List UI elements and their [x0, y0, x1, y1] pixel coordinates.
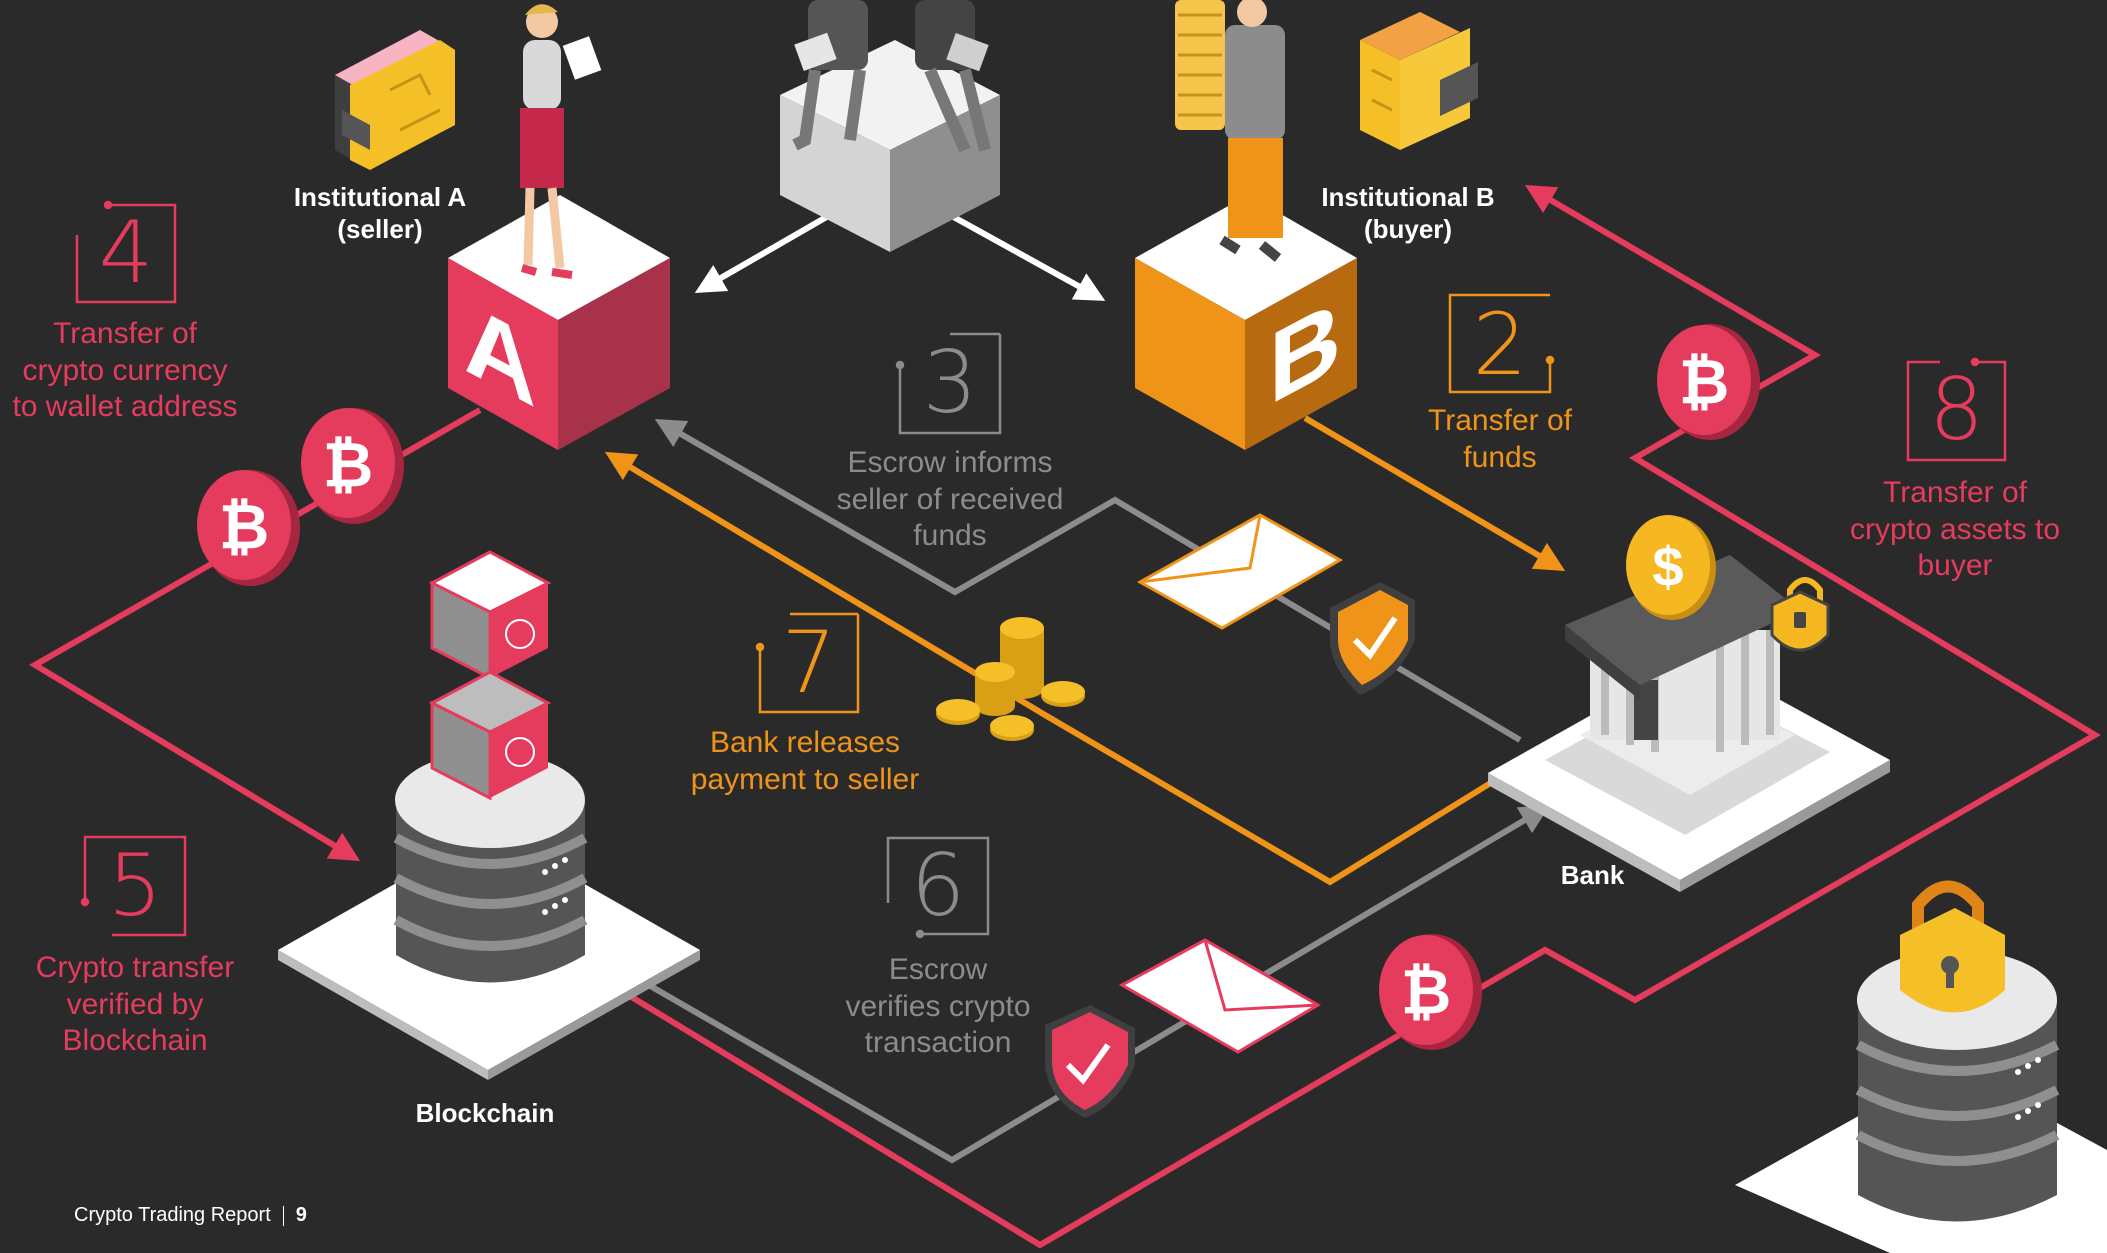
step-3-text: Escrow informs seller of received funds — [810, 445, 1090, 555]
step-5-text: Crypto transfer verified by Blockchain — [10, 950, 260, 1060]
step-2-line-2: funds — [1463, 440, 1537, 474]
step-frame-2 — [1448, 293, 1555, 394]
institutional-b-cube: B — [1135, 195, 1357, 450]
flow-escrow-verifies — [638, 804, 1551, 1164]
step-8-line-1: Transfer of — [1883, 476, 2027, 509]
step-4-line-3: to wallet address — [12, 390, 238, 424]
bitcoin-coin-icon: ₿ — [1379, 934, 1482, 1050]
flow-bank-to-seller — [604, 451, 1517, 886]
institutional-a-cube: A — [448, 195, 670, 450]
flow-escrow-to-a — [694, 212, 832, 293]
step-5-line-3: Blockchain — [62, 1024, 208, 1058]
footer-divider — [282, 1205, 284, 1226]
blockchain-blocks-icon — [428, 550, 552, 801]
step-2-number: 2 — [1472, 295, 1528, 395]
vault-server-icon — [1735, 950, 2107, 1253]
step-2-text: Transfer of funds — [1400, 403, 1600, 476]
step-frame-3 — [895, 332, 1002, 435]
step-6-text: Escrow verifies crypto transaction — [810, 952, 1066, 1062]
step-5-line-2: verified by — [66, 987, 204, 1021]
bitcoin-coin-icon: ₿ — [197, 470, 300, 586]
institutional-a-label: Institutional A (seller) — [270, 182, 490, 245]
institutional-a-name: Institutional A — [293, 182, 467, 212]
bank-label: Bank — [1560, 860, 1625, 890]
flow-b-to-bank — [1303, 415, 1566, 572]
page-number: 9 — [295, 1204, 307, 1226]
padlock-icon — [1770, 577, 1830, 652]
step-6-line-3: transaction — [864, 1026, 1012, 1060]
step-8-line-2: crypto assets to — [1849, 512, 2061, 546]
step-4-line-1: Transfer of — [53, 317, 197, 350]
step-8-number: 8 — [1929, 360, 1984, 460]
page-footer: Crypto Trading Report 9 — [74, 1204, 307, 1227]
svg-text:₿: ₿ — [1401, 958, 1452, 1027]
bitcoin-coin-icon: ₿ — [1657, 324, 1760, 440]
flow-escrow-to-b — [948, 212, 1106, 301]
step-7-number: 7 — [781, 613, 837, 713]
step-3-line-1: Escrow informs — [847, 446, 1053, 479]
escrow-cube-icon — [780, 0, 1000, 252]
bitcoin-coin-icon: ₿ — [301, 408, 404, 524]
step-7-text: Bank releases payment to seller — [670, 725, 940, 798]
svg-text:₿: ₿ — [219, 493, 270, 562]
step-8-line-3: buyer — [1917, 549, 1993, 583]
wallet-icon — [335, 30, 455, 170]
svg-text:₿: ₿ — [1679, 348, 1730, 417]
step-3-line-3: funds — [913, 519, 987, 553]
step-3-line-2: seller of received — [836, 482, 1064, 516]
server-stack-icon — [393, 752, 588, 983]
seller-figure — [520, 4, 602, 279]
step-frame-6 — [886, 836, 990, 939]
report-title: Crypto Trading Report — [74, 1204, 271, 1226]
step-frame-7 — [755, 612, 860, 714]
step-frame-5 — [80, 835, 187, 937]
blockchain-label: Blockchain — [415, 1098, 555, 1128]
institutional-b-name: Institutional B — [1321, 182, 1495, 212]
step-3-number: 3 — [922, 333, 978, 433]
bank-building-icon — [1488, 555, 1890, 892]
step-6-number: 6 — [910, 836, 966, 936]
dollar-coin-icon: $ — [1626, 515, 1716, 620]
step-4-line-2: crypto currency — [22, 353, 228, 387]
institutional-a-role: (seller) — [337, 213, 423, 244]
coin-stack-icon — [936, 617, 1085, 741]
step-7-line-1: Bank releases — [709, 726, 901, 759]
wallet-icon — [1360, 12, 1478, 150]
svg-text:$: $ — [1652, 535, 1683, 598]
envelope-icon — [1118, 938, 1321, 1054]
step-4-text: Transfer of crypto currency to wallet ad… — [0, 316, 250, 426]
envelope-icon — [1136, 513, 1344, 630]
step-6-line-1: Escrow — [888, 953, 988, 986]
institutional-b-label: Institutional B (buyer) — [1298, 182, 1518, 245]
shield-check-icon — [1330, 582, 1415, 695]
step-5-line-1: Crypto transfer — [35, 951, 235, 984]
institutional-b-role: (buyer) — [1363, 213, 1453, 244]
step-5-number: 5 — [107, 836, 163, 936]
step-7-line-2: payment to seller — [690, 762, 920, 796]
step-frame-8 — [1906, 357, 2007, 462]
padlock-icon — [1900, 880, 2005, 1013]
buyer-figure — [1175, 0, 1285, 262]
step-8-text: Transfer of crypto assets to buyer — [1830, 475, 2080, 585]
flow-blockchain-to-buyer — [618, 184, 2101, 1249]
shield-check-icon — [1045, 1005, 1135, 1118]
svg-text:₿: ₿ — [323, 431, 374, 500]
step-6-line-2: verifies crypto — [845, 989, 1031, 1023]
step-2-line-1: Transfer of — [1428, 404, 1572, 437]
flow-escrow-informs-seller — [654, 419, 1522, 743]
step-4-number: 4 — [98, 203, 154, 303]
step-frame-4 — [75, 200, 177, 304]
